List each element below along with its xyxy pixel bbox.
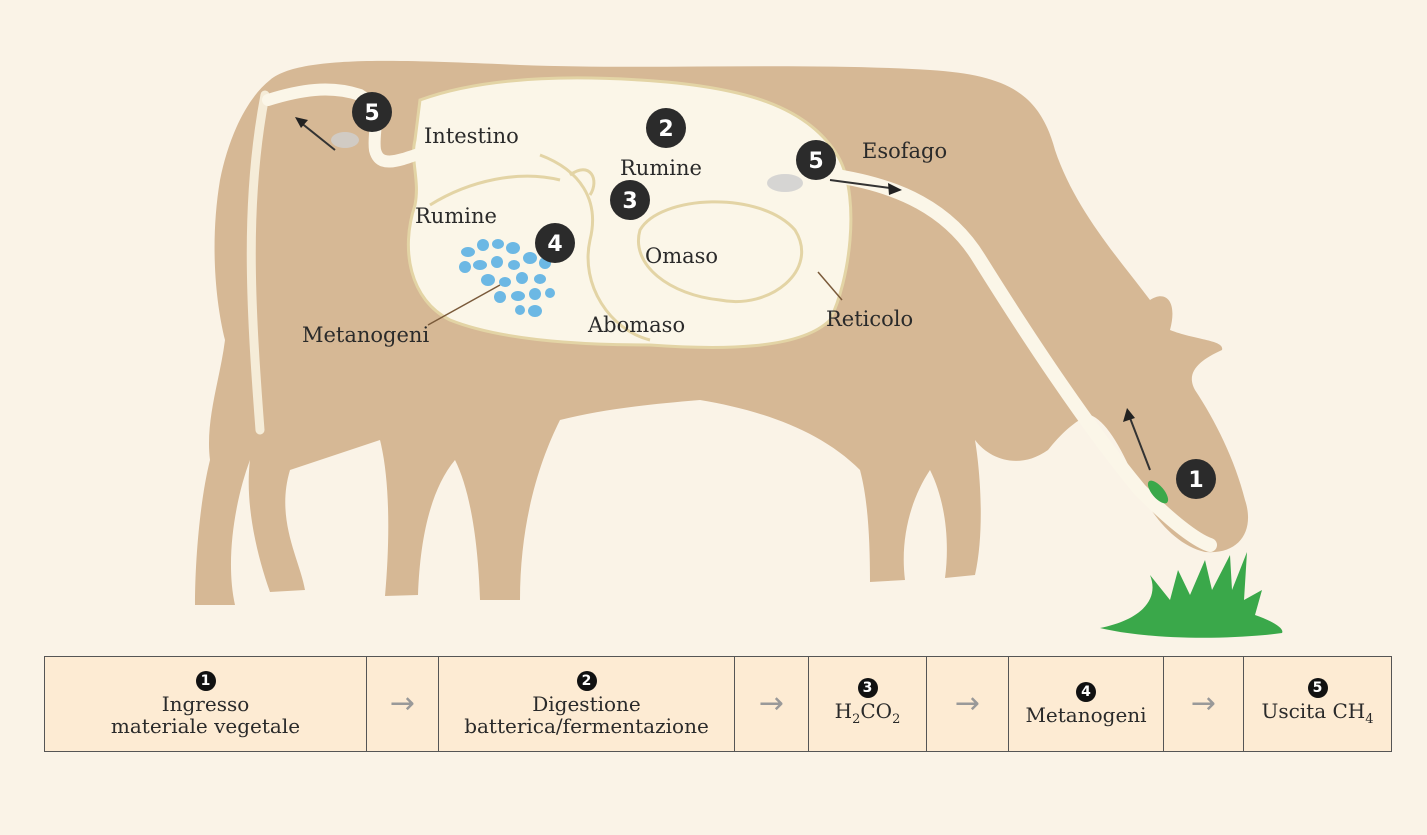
badge-5-rear: 5	[352, 92, 392, 132]
label-metanogeni: Metanogeni	[302, 323, 429, 347]
flow-arrow-3: →	[927, 657, 1009, 751]
badge-2: 2	[646, 108, 686, 148]
flow-step-5: 5 Uscita CH4	[1244, 657, 1391, 751]
label-omaso: Omaso	[645, 244, 718, 268]
flow-arrow-4: →	[1164, 657, 1244, 751]
step-2-line1: Digestione	[532, 693, 641, 715]
step-1-line2: materiale vegetale	[111, 715, 300, 737]
gas-puff-esophagus	[767, 174, 803, 192]
arrow-right-icon: →	[955, 693, 980, 715]
label-intestino: Intestino	[424, 124, 519, 148]
label-rumine-left: Rumine	[415, 204, 497, 228]
process-flow-table: 1 Ingresso materiale vegetale → 2 Digest…	[44, 656, 1392, 752]
svg-text:3: 3	[622, 189, 637, 214]
flow-step-1: 1 Ingresso materiale vegetale	[45, 657, 367, 751]
label-rumine-top: Rumine	[620, 156, 702, 180]
flow-arrow-2: →	[735, 657, 809, 751]
svg-text:5: 5	[808, 149, 823, 174]
flow-arrow-1: →	[367, 657, 439, 751]
step-3-formula: H2CO2	[835, 700, 901, 731]
grass-tuft	[1100, 552, 1282, 638]
step-4-number: 4	[1076, 682, 1096, 702]
step-1-line1: Ingresso	[162, 693, 250, 715]
badge-3: 3	[610, 180, 650, 220]
flow-step-3: 3 H2CO2	[809, 657, 927, 751]
step-1-number: 1	[196, 671, 216, 691]
cow-digestion-diagram: Intestino Rumine Esofago Rumine Omaso Me…	[0, 0, 1427, 650]
svg-text:4: 4	[547, 232, 562, 257]
step-5-text: Uscita CH4	[1261, 700, 1373, 731]
badge-1: 1	[1176, 459, 1216, 499]
step-4-text: Metanogeni	[1025, 704, 1146, 726]
gas-puff-rear	[331, 132, 359, 148]
badge-4: 4	[535, 223, 575, 263]
arrow-right-icon: →	[1191, 693, 1216, 715]
step-3-number: 3	[858, 678, 878, 698]
label-esofago: Esofago	[862, 139, 947, 163]
svg-text:1: 1	[1188, 468, 1203, 493]
flow-step-4: 4 Metanogeni	[1009, 657, 1164, 751]
label-abomaso: Abomaso	[587, 313, 685, 337]
step-2-line2: batterica/fermentazione	[464, 715, 709, 737]
arrow-right-icon: →	[390, 693, 415, 715]
flow-step-2: 2 Digestione batterica/fermentazione	[439, 657, 735, 751]
svg-text:2: 2	[658, 117, 673, 142]
arrow-right-icon: →	[759, 693, 784, 715]
label-reticolo: Reticolo	[826, 307, 913, 331]
step-5-number: 5	[1308, 678, 1328, 698]
badge-5-esophagus: 5	[796, 140, 836, 180]
step-2-number: 2	[577, 671, 597, 691]
svg-text:5: 5	[364, 101, 379, 126]
